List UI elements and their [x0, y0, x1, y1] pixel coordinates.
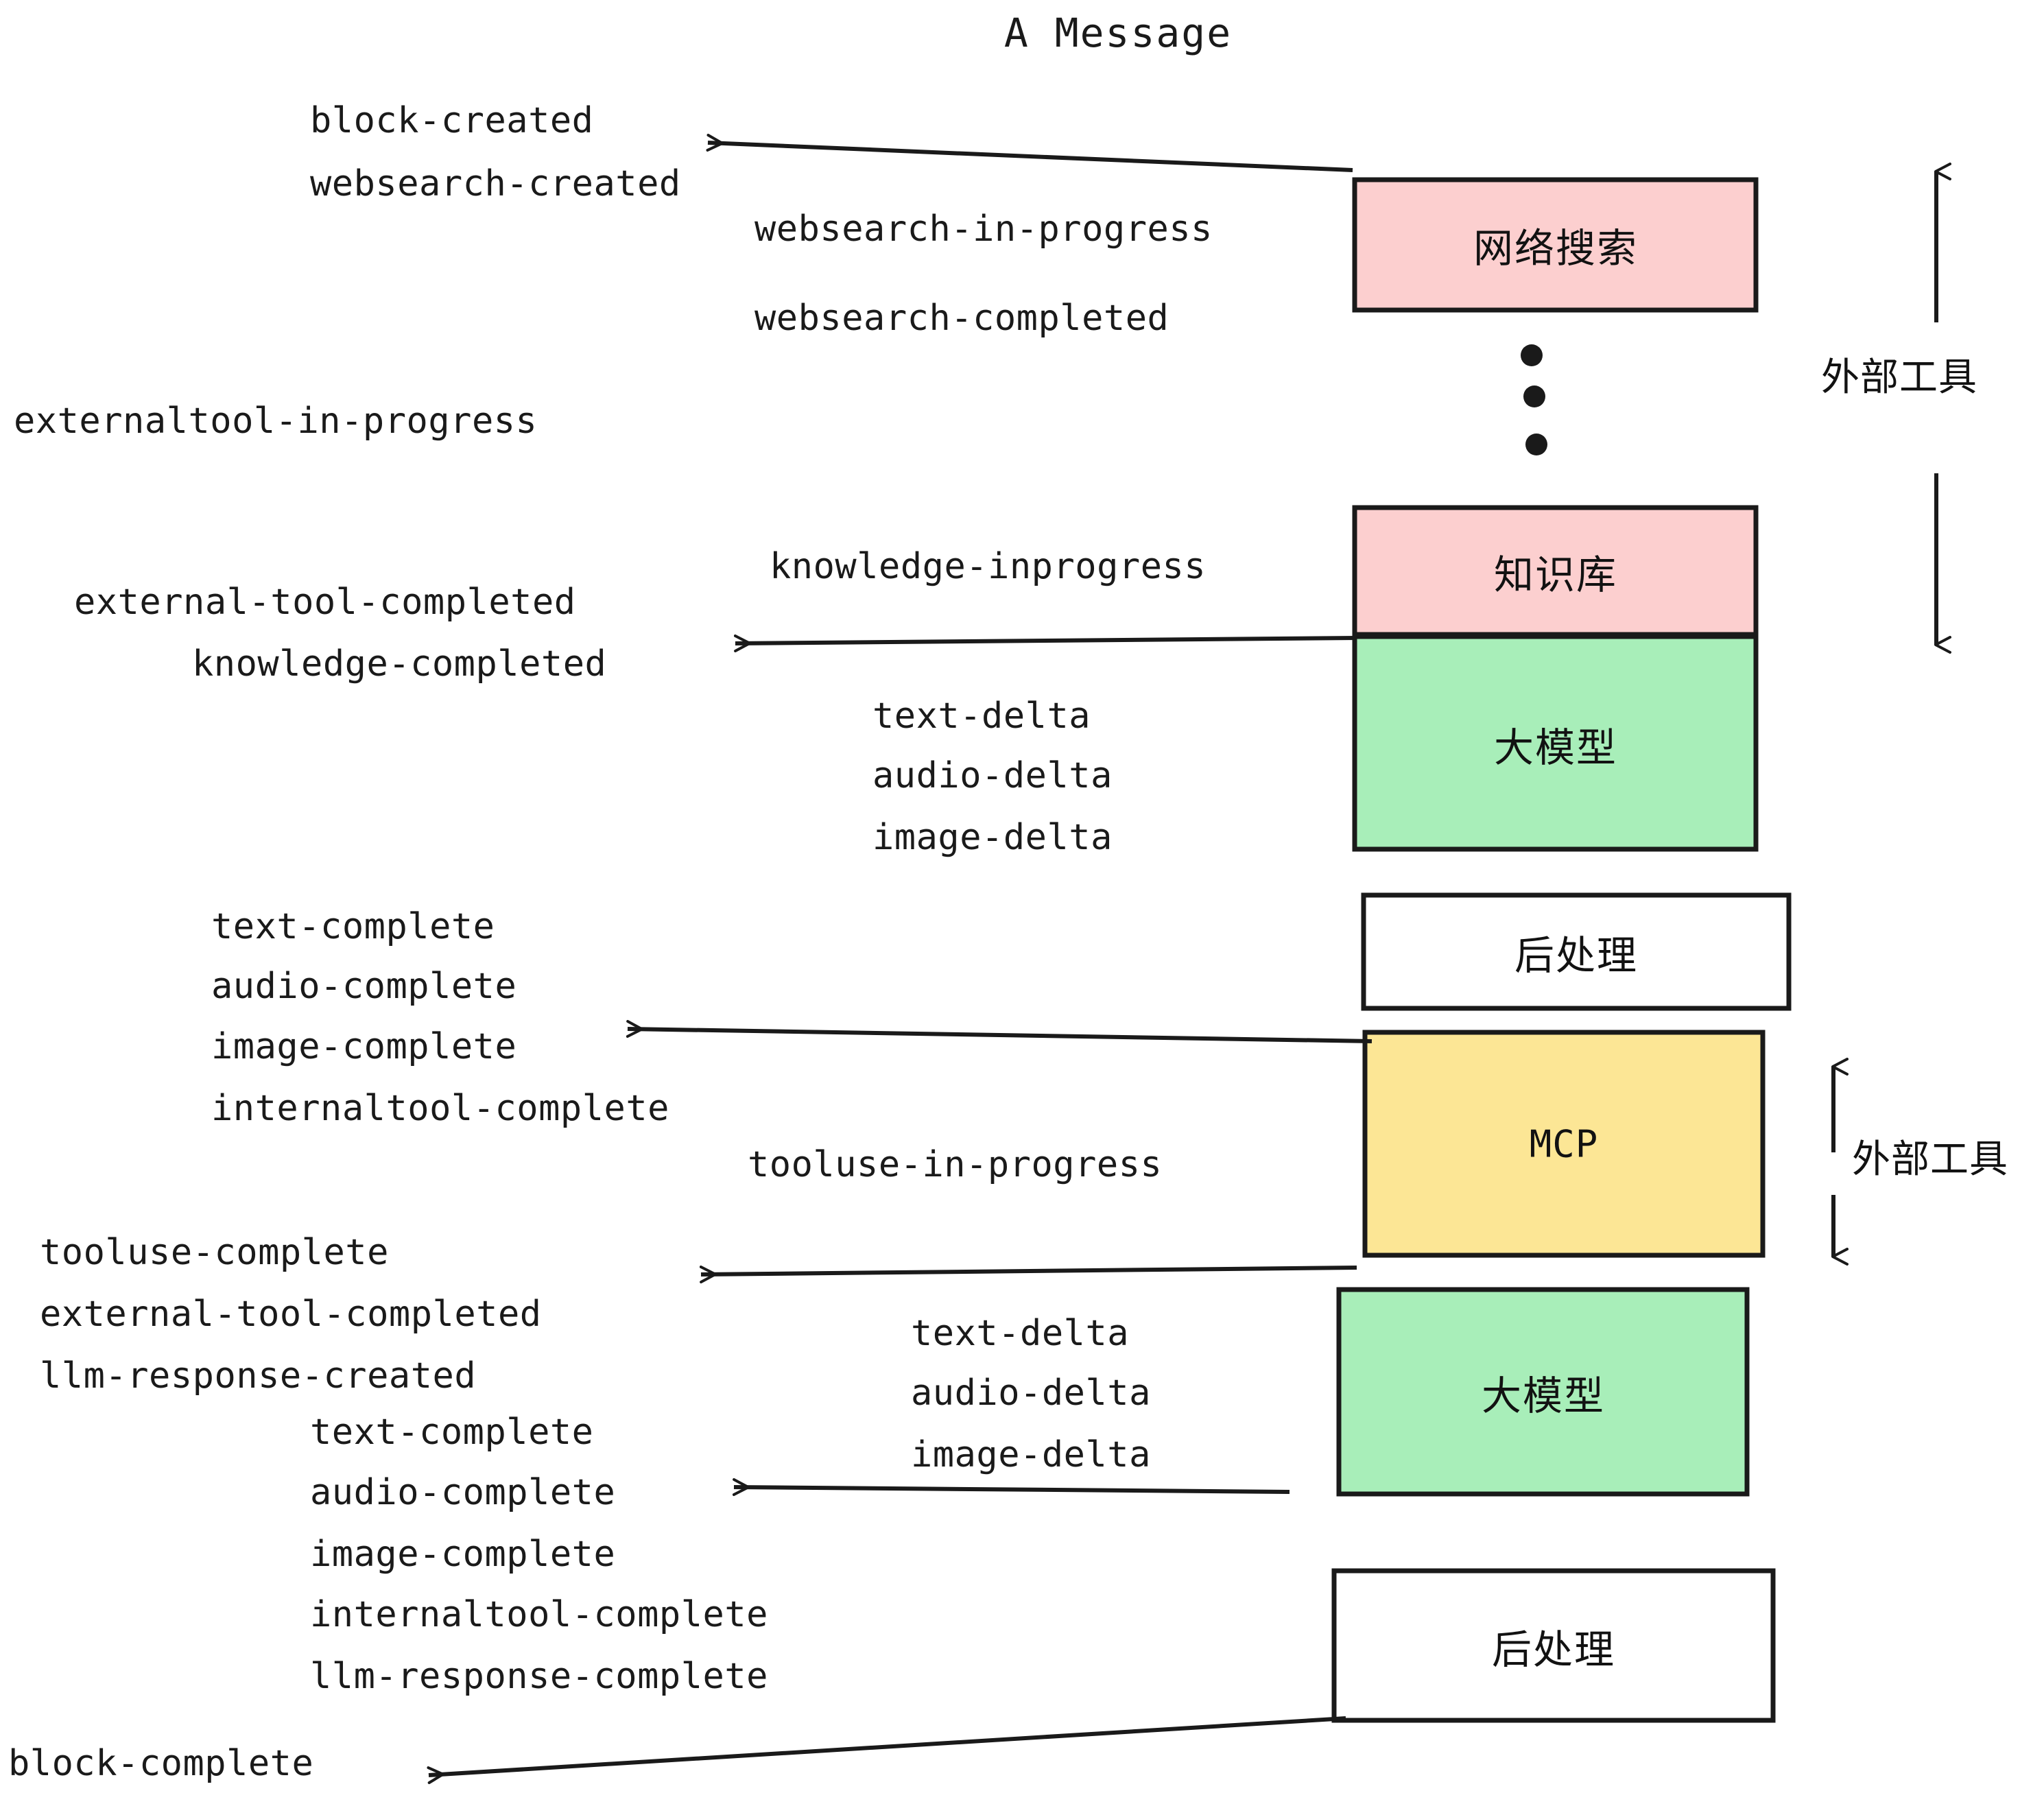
- event-image-complete-2: image-complete: [310, 1534, 616, 1575]
- event-tooluse-in-progress: tooluse-in-progress: [748, 1144, 1163, 1185]
- box-label-postprocess-1: 后处理: [1514, 934, 1639, 978]
- arrow-block-created: [706, 134, 1353, 172]
- event-externaltool-in-progress: externaltool-in-progress: [14, 401, 538, 442]
- event-websearch-in-progress: websearch-in-progress: [754, 209, 1213, 250]
- event-text-complete-2: text-complete: [310, 1412, 594, 1453]
- event-knowledge-completed: knowledge-completed: [192, 643, 607, 685]
- event-block-created: block-created: [310, 100, 594, 141]
- box-label-postprocess-2: 后处理: [1491, 1628, 1616, 1672]
- event-websearch-completed: websearch-completed: [754, 298, 1169, 339]
- arrow-block-complete: [427, 1716, 1346, 1784]
- box-postprocess-2: [1331, 1568, 1776, 1723]
- box-websearch: [1352, 177, 1759, 313]
- event-tooluse-complete: tooluse-complete: [40, 1232, 389, 1273]
- box-label-llm-2: 大模型: [1481, 1374, 1606, 1419]
- event-text-delta-2: text-delta: [911, 1313, 1130, 1354]
- box-knowledge: [1352, 505, 1759, 637]
- arrow-knowledge-completed: [733, 634, 1357, 652]
- event-external-tool-completed-1: external-tool-completed: [74, 582, 576, 623]
- event-external-tool-completed-2: external-tool-completed: [40, 1294, 542, 1335]
- event-image-complete-1: image-complete: [211, 1026, 517, 1067]
- event-block-complete: block-complete: [8, 1743, 314, 1784]
- event-audio-complete-1: audio-complete: [211, 966, 517, 1007]
- event-llm-response-complete: llm-response-complete: [310, 1656, 768, 1697]
- box-label-knowledge: 知识库: [1493, 553, 1618, 597]
- box-label-mcp: MCP: [1529, 1122, 1599, 1166]
- box-label-websearch: 网络搜索: [1473, 226, 1639, 271]
- event-text-delta-1: text-delta: [872, 696, 1091, 737]
- event-audio-delta-2: audio-delta: [911, 1373, 1151, 1414]
- side-label-external-tool-top: 外部工具: [1821, 355, 1977, 399]
- vertical-ellipsis-dots: [1521, 344, 1547, 455]
- arrow-tooluse-complete: [699, 1266, 1357, 1283]
- box-postprocess-1: [1361, 892, 1792, 1011]
- arrow-image-complete: [626, 1020, 1372, 1043]
- box-llm-2: [1336, 1287, 1750, 1497]
- event-internaltool-complete-2: internaltool-complete: [310, 1594, 768, 1635]
- event-text-complete-1: text-complete: [211, 906, 495, 947]
- event-websearch-created: websearch-created: [310, 163, 681, 204]
- event-image-delta-1: image-delta: [872, 817, 1113, 858]
- side-label-external-tool-bottom: 外部工具: [1852, 1137, 2008, 1180]
- event-internaltool-complete-1: internaltool-complete: [211, 1088, 669, 1129]
- box-mcp: [1362, 1030, 1766, 1258]
- event-audio-complete-2: audio-complete: [310, 1472, 616, 1513]
- box-label-llm-1: 大模型: [1493, 726, 1618, 770]
- event-audio-delta-1: audio-delta: [872, 755, 1113, 796]
- event-image-delta-2: image-delta: [911, 1434, 1151, 1475]
- diagram-title: A Message: [1003, 10, 1233, 56]
- event-llm-response-created: llm-response-created: [40, 1355, 477, 1397]
- box-llm-1: [1352, 634, 1759, 852]
- arrow-audio-complete: [732, 1478, 1290, 1496]
- event-knowledge-inprogress: knowledge-inprogress: [770, 546, 1207, 587]
